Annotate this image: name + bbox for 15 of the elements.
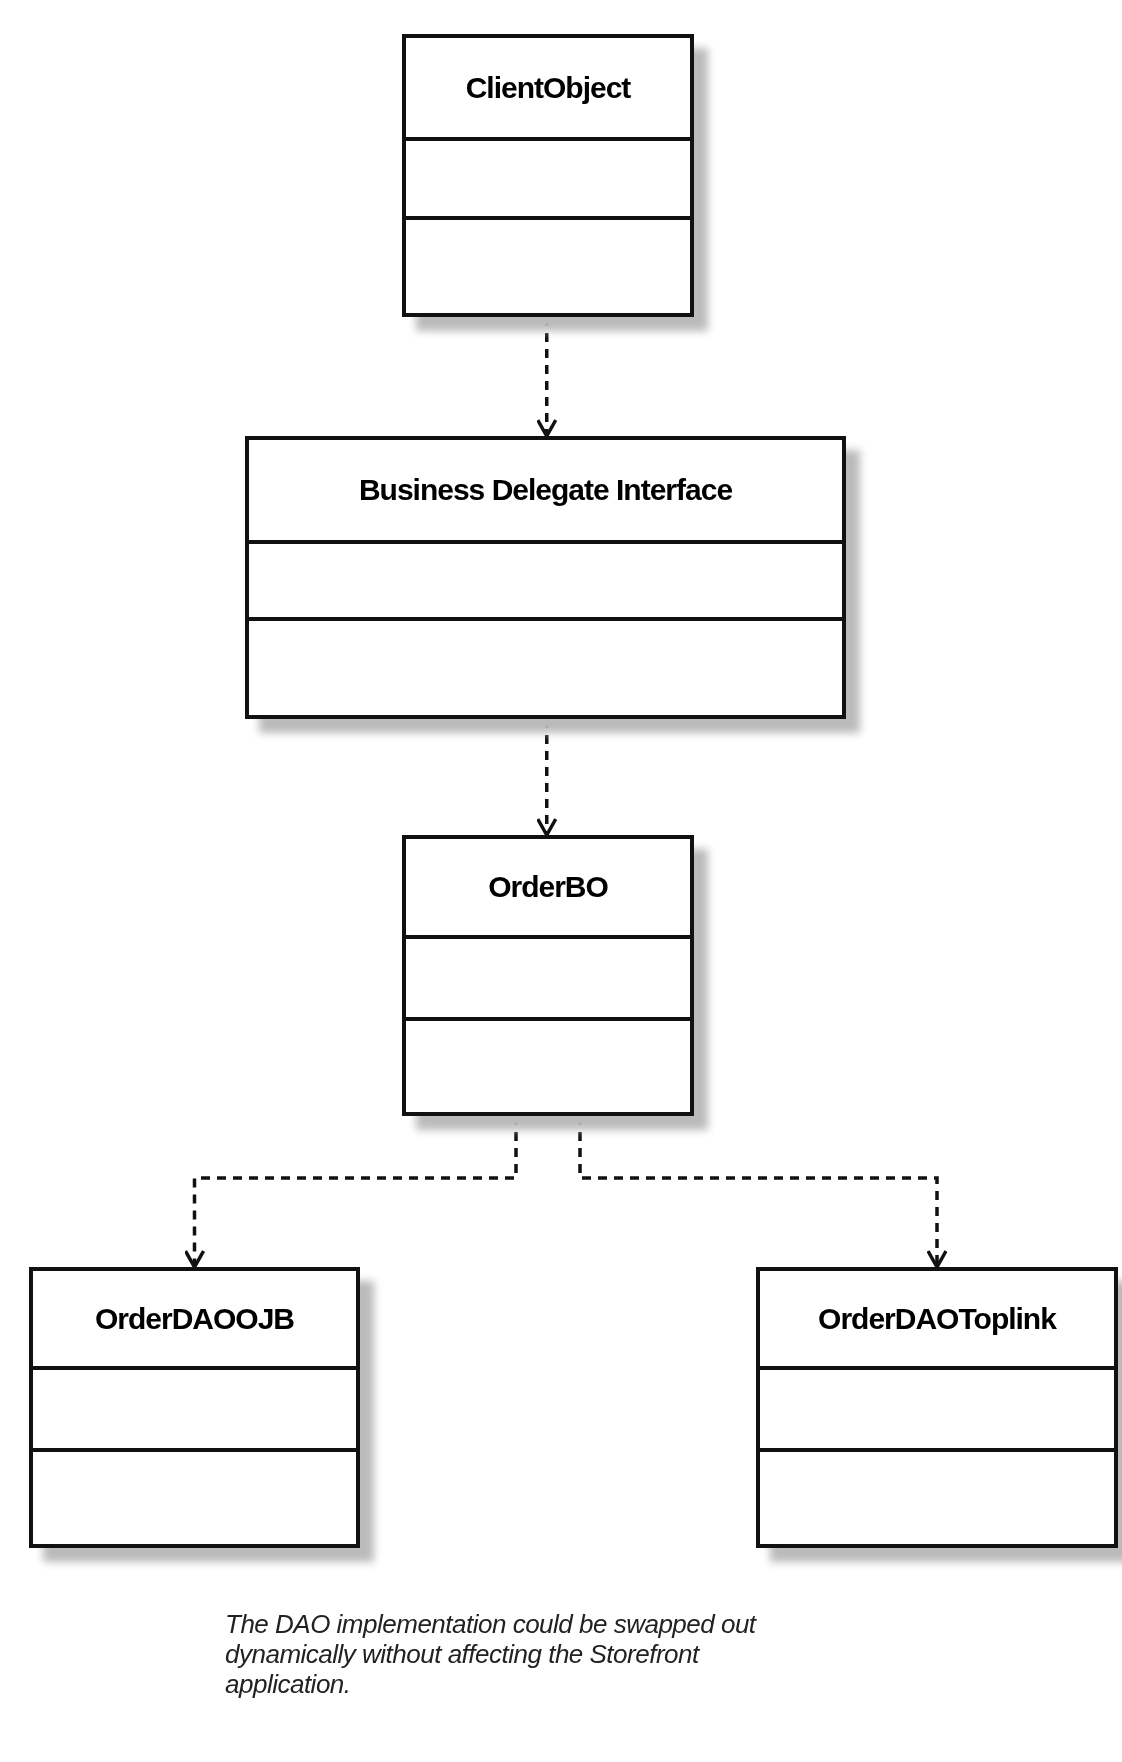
class-name: Business Delegate Interface (358, 473, 733, 507)
dependency-arrow (536, 719, 558, 837)
class-name: OrderBO (488, 870, 608, 904)
class-box (756, 1267, 1118, 1548)
class-box (402, 34, 694, 317)
dependency-arrow (183, 1116, 518, 1269)
class-name: ClientObject (465, 70, 631, 105)
dependency-arrow (536, 317, 558, 438)
caption: The DAO implementation could be swapped out dynamically without affecting the Storefront application. (225, 1610, 758, 1700)
class-name: OrderDAOOJB (94, 1301, 294, 1336)
class-box (402, 835, 694, 1116)
class-name: OrderDAOToplink (818, 1301, 1056, 1336)
dependency-arrow (578, 1116, 948, 1269)
class-box (245, 436, 846, 719)
class-box (29, 1267, 360, 1548)
